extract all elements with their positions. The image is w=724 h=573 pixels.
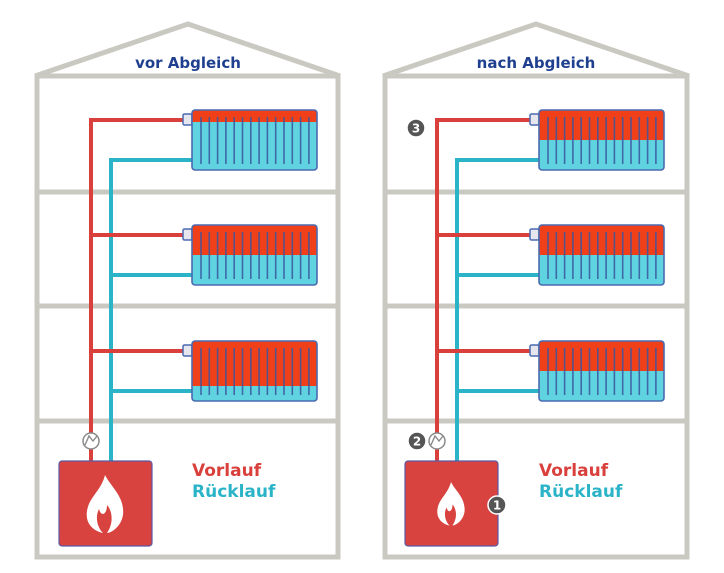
radiator-outline [538, 340, 665, 402]
boiler[interactable] [58, 460, 153, 547]
radiator-middle [191, 224, 318, 286]
legend-flow: Vorlauf [192, 461, 262, 481]
legend-flow: Vorlauf [539, 461, 609, 481]
svg-text:1: 1 [493, 499, 501, 513]
flame-icon [437, 482, 465, 526]
radiator-middle [538, 224, 665, 286]
radiator-outline [191, 340, 318, 402]
flame-icon [86, 475, 124, 533]
radiator-hot-zone [539, 225, 664, 255]
step-badge-2: 2 [407, 431, 427, 451]
step-badge-3: 3 [406, 118, 426, 138]
roof [382, 21, 690, 79]
radiator-hot-zone-edge [539, 252, 664, 255]
thermostatic-valve-icon[interactable] [182, 344, 193, 357]
radiator-hot-zone-edge [539, 368, 664, 371]
radiator-cold-zone [192, 110, 317, 170]
radiator-outline [538, 109, 665, 171]
legend-return: Rücklauf [192, 482, 276, 502]
radiator-outline [191, 109, 318, 171]
svg-text:3: 3 [412, 122, 420, 136]
radiator-hot-zone [192, 341, 317, 386]
radiator-top [191, 109, 318, 171]
thermostatic-valve-icon[interactable] [529, 344, 540, 357]
radiator-lower [538, 340, 665, 402]
radiator-hot-zone-edge [539, 137, 664, 140]
radiator-hot-zone [539, 110, 664, 140]
house-title: vor Abgleich [135, 54, 241, 72]
radiator-hot-zone-edge [192, 119, 317, 122]
step-badge-1: 1 [487, 495, 507, 515]
radiator-outline [538, 224, 665, 286]
radiator-hot-zone [192, 225, 317, 255]
legend-return: Rücklauf [539, 482, 623, 502]
thermostatic-valve-icon[interactable] [529, 228, 540, 241]
radiator-lower [191, 340, 318, 402]
radiator-outline [191, 224, 318, 286]
house-title: nach Abgleich [477, 54, 596, 72]
thermostatic-valve-icon[interactable] [529, 113, 540, 126]
thermostatic-valve-icon[interactable] [182, 228, 193, 241]
house-walls [34, 73, 341, 560]
pump-icon[interactable] [428, 432, 446, 450]
radiator-hot-zone-edge [192, 252, 317, 255]
boiler[interactable] [404, 460, 499, 547]
pump-icon[interactable] [82, 432, 100, 450]
radiator-hot-zone-edge [192, 383, 317, 386]
radiator-hot-zone [539, 341, 664, 371]
house-walls [382, 73, 690, 560]
radiator-top [538, 109, 665, 171]
roof [34, 21, 341, 79]
thermostatic-valve-icon[interactable] [182, 113, 193, 126]
svg-text:2: 2 [413, 435, 421, 449]
